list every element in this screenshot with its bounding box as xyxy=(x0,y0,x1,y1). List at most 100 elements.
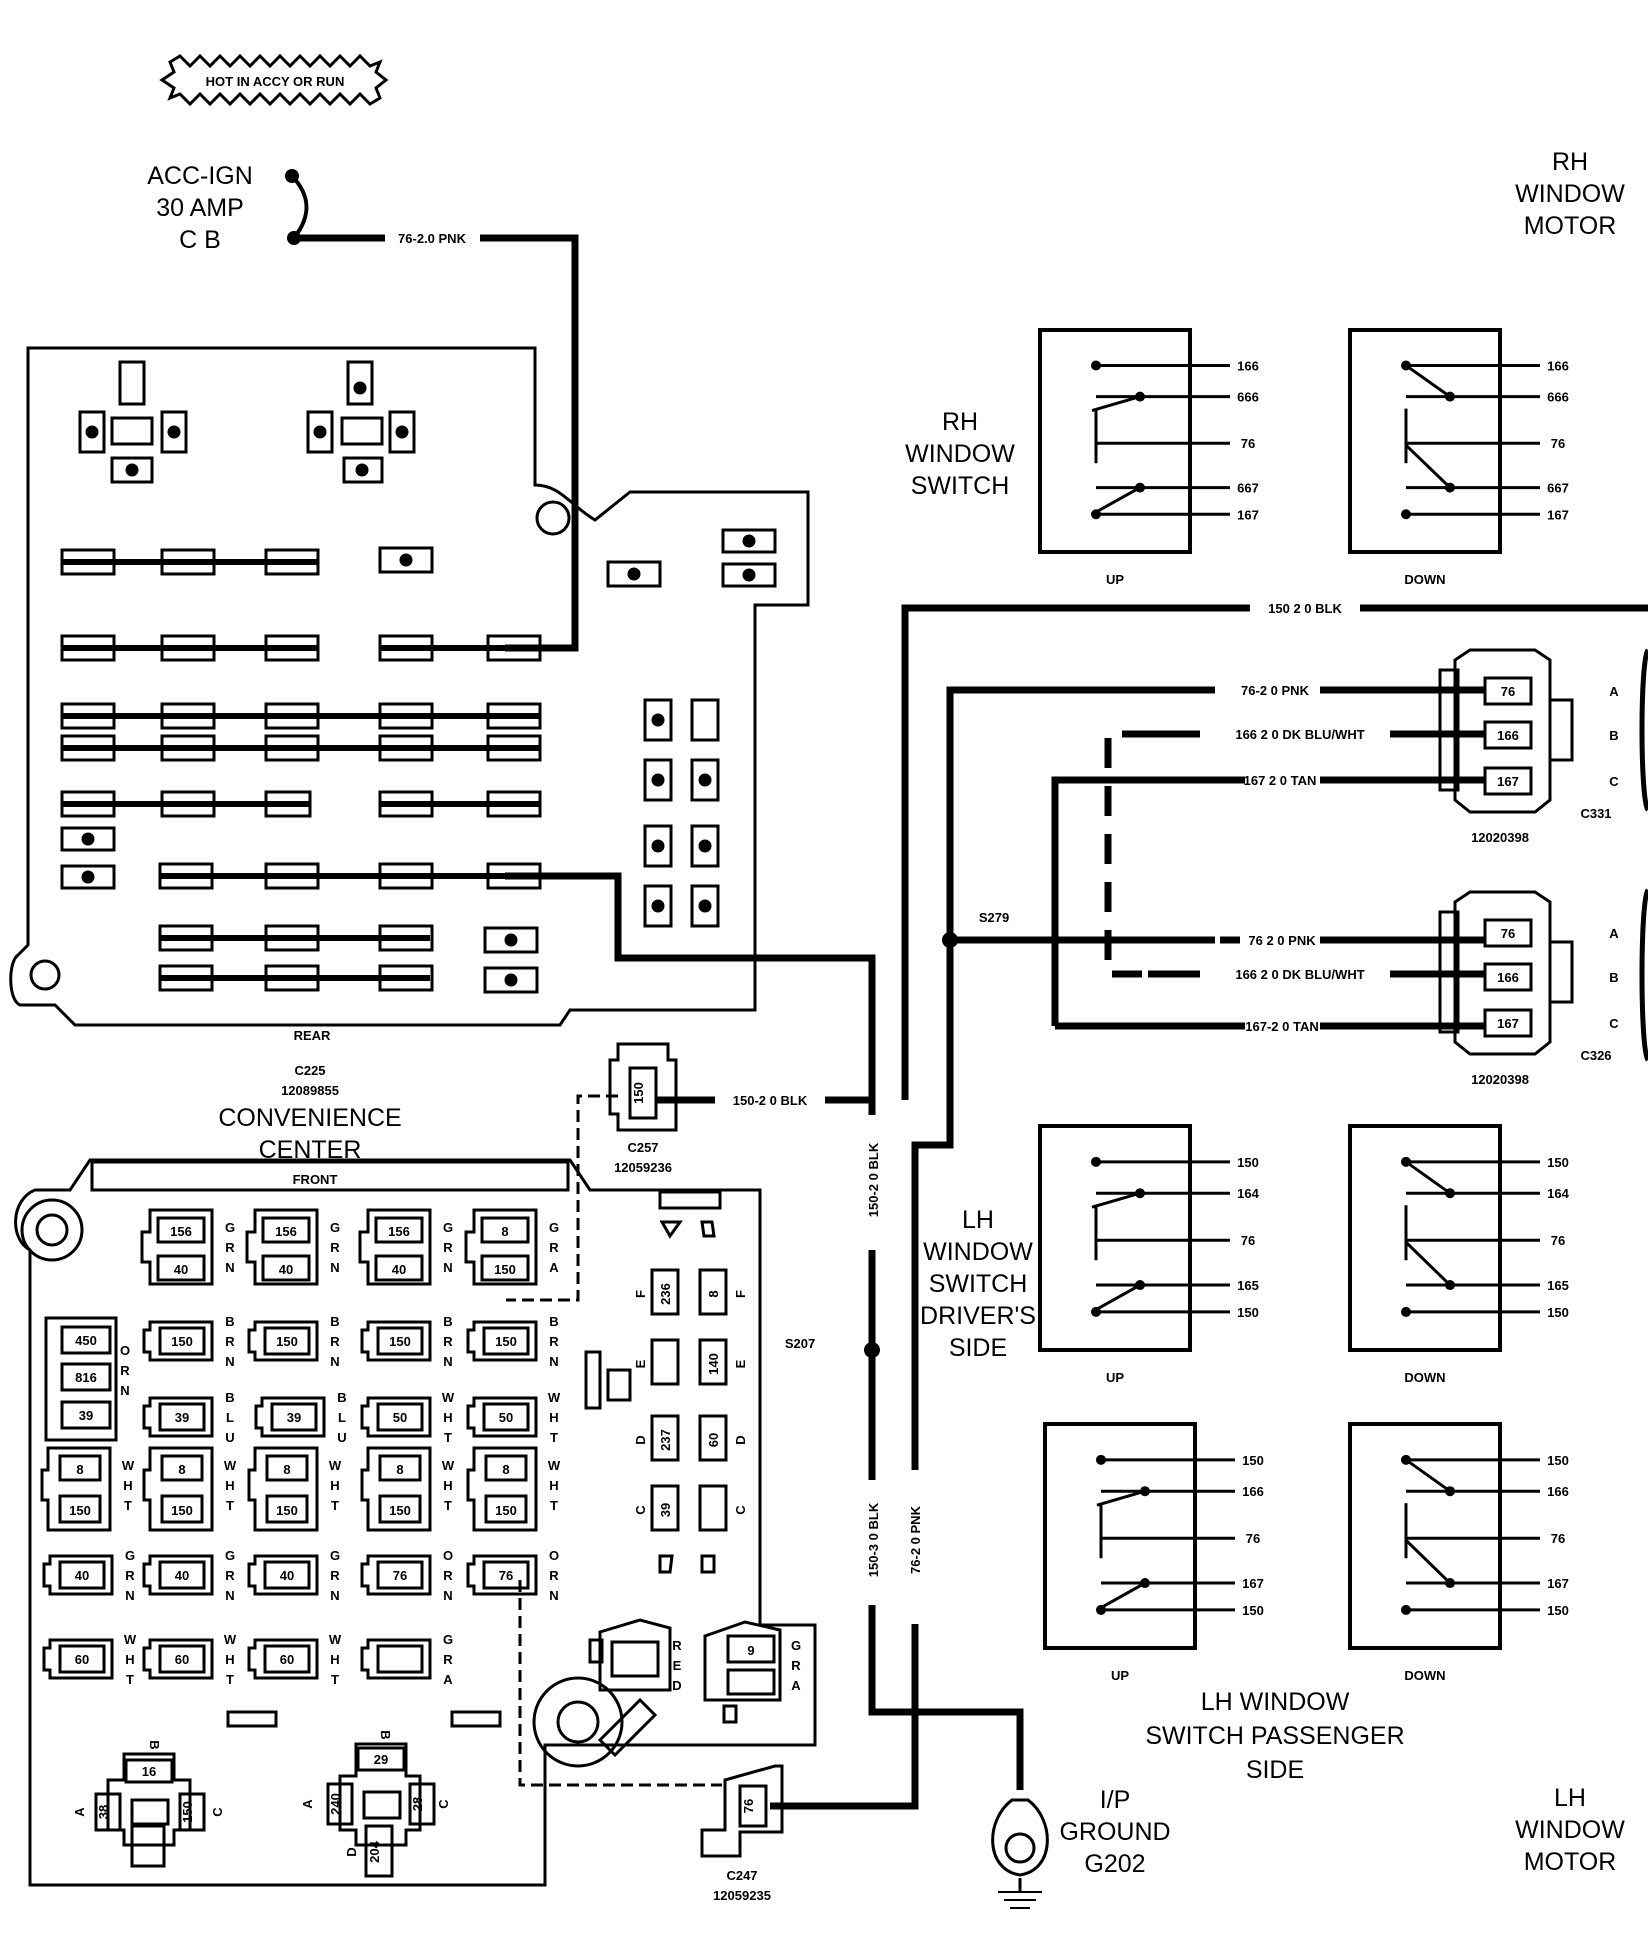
relay-b-letter-c: C xyxy=(436,1799,451,1809)
relay-top-pin: 8 xyxy=(76,1462,83,1477)
switch-terminal-1: 666 xyxy=(1237,390,1259,405)
c257-part: 12059236 xyxy=(614,1160,672,1175)
relay-color-2: U xyxy=(225,1430,234,1445)
connector-cavity xyxy=(1483,720,1533,750)
lh-pass-title-3: SIDE xyxy=(1246,1756,1304,1784)
ground-1: I/P xyxy=(1100,1786,1131,1814)
connector-name: C331 xyxy=(1580,806,1611,821)
relay-color-0: O xyxy=(443,1548,453,1563)
relay-body xyxy=(360,1396,432,1438)
switch-position-label: DOWN xyxy=(1404,1370,1445,1385)
left-color-1: O xyxy=(120,1343,130,1358)
relay-color-0: B xyxy=(225,1390,234,1405)
vertical-pnk-label: 76-2 0 PNK xyxy=(908,1505,923,1574)
grid-right-value: 8 xyxy=(706,1290,721,1297)
switch-position-label: DOWN xyxy=(1404,572,1445,587)
relay-bottom-pin: 150 xyxy=(389,1503,411,1518)
relay-pin-box xyxy=(158,1560,206,1590)
c257-connector xyxy=(608,1042,678,1132)
relay-body xyxy=(42,1638,114,1680)
switch-terminal-3: 167 xyxy=(1547,1576,1569,1591)
s207-label: S207 xyxy=(785,1336,815,1351)
relay-pin: 40 xyxy=(175,1568,189,1583)
relay-body xyxy=(247,1320,319,1362)
left-pin-3: 39 xyxy=(79,1408,93,1423)
connector-letter-1: B xyxy=(1609,970,1618,985)
relay-color-1: R xyxy=(330,1240,340,1255)
c225-part: 12089855 xyxy=(281,1083,339,1098)
relay-color-1: R xyxy=(443,1568,453,1583)
grid-left-value: 236 xyxy=(658,1283,673,1305)
relay-color-1: R xyxy=(330,1568,340,1583)
relay-color-0: B xyxy=(443,1314,452,1329)
relay-color-0: G xyxy=(125,1548,135,1563)
relay-pin-box xyxy=(160,1494,204,1524)
relay-body xyxy=(142,1554,214,1596)
left-color-3: N xyxy=(120,1383,129,1398)
switch-terminal-2: 76 xyxy=(1551,1233,1565,1248)
grid-letter-right: F xyxy=(733,1290,748,1298)
switch-terminal-4: 167 xyxy=(1547,507,1569,522)
relay-color-2: N xyxy=(330,1588,339,1603)
switch-blade xyxy=(1091,486,1141,516)
switch-body xyxy=(1038,1124,1192,1352)
relay-b xyxy=(326,1742,436,1878)
grid-fuse-left xyxy=(650,1268,680,1316)
relay-pin-box xyxy=(158,1402,206,1432)
switch-body xyxy=(1348,1124,1502,1352)
c247-connector xyxy=(700,1764,784,1858)
relay-pin-box xyxy=(270,1402,318,1432)
switch-terminal-1: 166 xyxy=(1242,1484,1264,1499)
relay-color-2: U xyxy=(337,1430,346,1445)
red-color-3: D xyxy=(672,1678,681,1693)
contact-dot xyxy=(1091,1156,1101,1167)
relay-pin-box xyxy=(58,1560,106,1590)
relay-b-letter-d: D xyxy=(344,1847,359,1856)
relay-pin-box xyxy=(263,1644,311,1674)
relay-body xyxy=(140,1208,214,1286)
gra-color-2: R xyxy=(791,1658,801,1673)
relay-body xyxy=(247,1446,319,1532)
relay-color-0: W xyxy=(548,1458,561,1473)
relay-color-2: T xyxy=(550,1430,558,1445)
blk-top-label: 150 2 0 BLK xyxy=(1268,601,1342,616)
switch-terminal-4: 150 xyxy=(1547,1305,1569,1320)
grid-fuse-right xyxy=(698,1414,728,1462)
relay-color-0: G xyxy=(330,1220,340,1235)
relay-pin-box xyxy=(156,1254,206,1282)
lh-driver-title-4: DRIVER'S xyxy=(920,1302,1036,1330)
switch-blade xyxy=(1404,1539,1452,1585)
relay-body xyxy=(360,1638,432,1680)
rear-label: REAR xyxy=(294,1028,331,1043)
switch-terminal-2: 76 xyxy=(1241,1233,1255,1248)
relay-body xyxy=(142,1396,214,1438)
splice-s207 xyxy=(864,1342,880,1358)
c247-name: C247 xyxy=(726,1868,757,1883)
connector-tab xyxy=(1548,940,1574,1004)
relay-color-0: G xyxy=(330,1548,340,1563)
c326-b-label: 166 2 0 DK BLU/WHT xyxy=(1235,967,1364,982)
red-color-2: E xyxy=(673,1658,682,1673)
rh-switch-title-3: SWITCH xyxy=(911,472,1010,500)
vertical-upper-label: 150-2 0 BLK xyxy=(866,1142,881,1217)
lh-driver-title-2: WINDOW xyxy=(923,1238,1033,1266)
relay-pin-box xyxy=(482,1560,530,1590)
relay-color-1: R xyxy=(443,1652,453,1667)
relay-body xyxy=(40,1446,112,1532)
relay-pin-box xyxy=(261,1216,311,1244)
relay-b-pin-c: 28 xyxy=(410,1797,425,1811)
relay-color-1: H xyxy=(330,1478,339,1493)
switch-terminal-0: 166 xyxy=(1237,359,1259,374)
switch-terminal-2: 76 xyxy=(1246,1531,1260,1546)
relay-pin-box xyxy=(263,1560,311,1590)
relay-color-0: B xyxy=(337,1390,346,1405)
breaker-label-1: ACC-IGN xyxy=(147,162,253,190)
ground-2: GROUND xyxy=(1059,1818,1170,1846)
connector-cavity xyxy=(1483,918,1533,948)
relay-pin-box xyxy=(376,1402,424,1432)
relay-color-2: N xyxy=(443,1354,452,1369)
contact-dot xyxy=(1096,1454,1106,1465)
